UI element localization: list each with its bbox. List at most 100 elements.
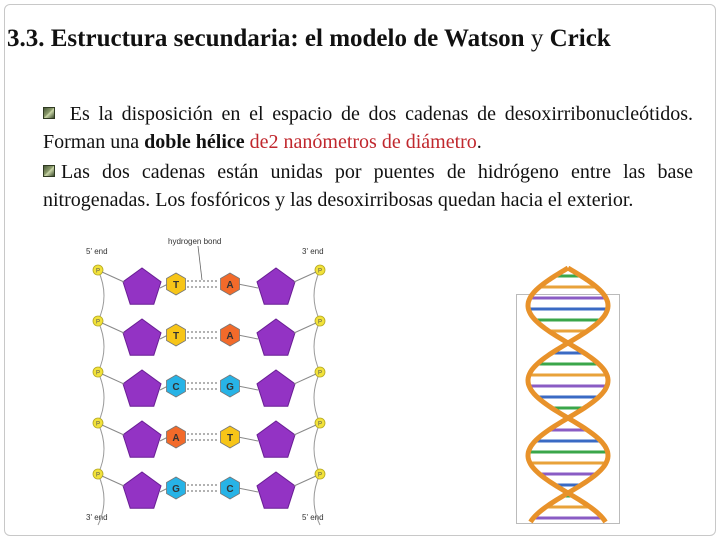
backbone-left-link [97,422,105,475]
phosphate-circle [314,315,326,327]
sugar-pentagon-right [256,420,296,458]
dna-base-pair-diagram: 5' end hydrogen bond 3' end 3' end 5' en… [80,232,338,528]
backbone-left-link [97,371,105,424]
p2-text-1: Las dos cadenas están unidas por puentes… [43,161,693,211]
sugar-pentagon-left [122,318,162,356]
sugar-base-bond [237,436,259,442]
phosphate-label: P [96,473,100,479]
backbone-left-link [97,269,105,322]
phosphate-sugar-bond [293,373,317,385]
label-hydrogen-bond: hydrogen bond [168,237,221,246]
phosphate-sugar-bond [293,322,317,334]
p1-text-1: Es la disposición en el espacio de dos c… [43,103,693,153]
phosphate-sugar-bond [293,271,317,283]
base-right-letter: C [226,484,233,495]
paragraph-1: Es la disposición en el espacio de dos c… [43,100,693,156]
sugar-pentagon-right [256,369,296,407]
label-5-end-bottom: 5' end [302,513,324,522]
phosphate-label: P [318,473,322,479]
base-left-hexagon [166,374,186,398]
helix-frame [516,294,620,524]
base-right-letter: A [226,280,233,291]
base-left-hexagon [166,323,186,347]
base-left-letter: A [172,433,179,444]
phosphate-circle [92,417,104,429]
phosphate-label: P [318,371,322,377]
base-left-letter: T [173,331,179,342]
title-part-2: Crick [543,25,611,52]
base-left-hexagon [166,425,186,449]
base-right-letter: A [226,331,233,342]
sugar-pentagon-left [122,471,162,509]
base-right-hexagon [220,323,240,347]
backbone-left-link [97,320,105,373]
base-right-letter: G [226,382,234,393]
base-left-hexagon [166,272,186,296]
phosphate-circle [314,468,326,480]
bullet-icon [43,107,55,119]
sugar-base-bond [237,385,259,391]
base-right-hexagon [220,374,240,398]
sugar-base-bond [237,283,259,289]
double-helix-figure [512,266,624,524]
backbone-right-link [313,422,321,475]
phosphate-circle [92,366,104,378]
phosphate-circle [314,366,326,378]
sugar-base-bond [237,487,259,493]
backbone-right-link [313,269,321,322]
sugar-pentagon-right [256,471,296,509]
phosphate-circle [314,417,326,429]
title-part-1: 3.3. Estructura secundaria: el modelo de… [7,25,531,52]
phosphate-circle [92,315,104,327]
base-left-letter: G [172,484,180,495]
sugar-base-bond [237,334,259,340]
sugar-pentagon-left [122,267,162,305]
backbone-right-link [313,320,321,373]
base-right-letter: T [227,433,233,444]
slide-title: 3.3. Estructura secundaria: el modelo de… [7,23,707,55]
double-helix-svg [525,266,611,524]
helix-strand-a [525,266,611,524]
phosphate-label: P [318,422,322,428]
phosphate-label: P [96,320,100,326]
base-right-hexagon [220,425,240,449]
label-3-end-top: 3' end [302,247,324,256]
base-pair-rows: P P T A P P T A P P C G P P A T P P G C [92,245,326,526]
phosphate-label: P [96,371,100,377]
base-right-hexagon [220,272,240,296]
p1-text-end: . [476,131,482,153]
sugar-pentagon-left [122,420,162,458]
backbone-right-link [313,371,321,424]
sugar-pentagon-right [256,267,296,305]
sugar-pentagon-right [256,318,296,356]
phosphate-label: P [318,269,322,275]
slide-content: Es la disposición en el espacio de dos c… [43,100,693,214]
phosphate-label: P [318,320,322,326]
phosphate-circle [314,264,326,276]
phosphate-label: P [96,422,100,428]
phosphate-circle [92,264,104,276]
phosphate-sugar-bond [101,373,125,385]
phosphate-sugar-bond [101,424,125,436]
title-part-light: y [530,25,544,52]
phosphate-sugar-bond [101,322,125,334]
phosphate-circle [92,468,104,480]
phosphate-label: P [96,269,100,275]
helix-strand-b [525,266,611,524]
base-left-hexagon [166,476,186,500]
phosphate-sugar-bond [101,271,125,283]
phosphate-sugar-bond [293,424,317,436]
label-5-end-top: 5' end [86,247,108,256]
phosphate-sugar-bond [101,475,125,487]
bullet-icon [43,165,55,177]
label-3-end-bottom: 3' end [86,513,108,522]
p1-text-red: de2 nanómetros de diámetro [244,131,477,153]
paragraph-2: Las dos cadenas están unidas por puentes… [43,158,693,214]
base-left-letter: C [172,382,179,393]
base-right-hexagon [220,476,240,500]
hydrogen-bond-pointer [197,245,203,281]
p1-text-bold: doble hélice [144,131,245,153]
base-left-letter: T [173,280,179,291]
phosphate-sugar-bond [293,475,317,487]
sugar-pentagon-left [122,369,162,407]
